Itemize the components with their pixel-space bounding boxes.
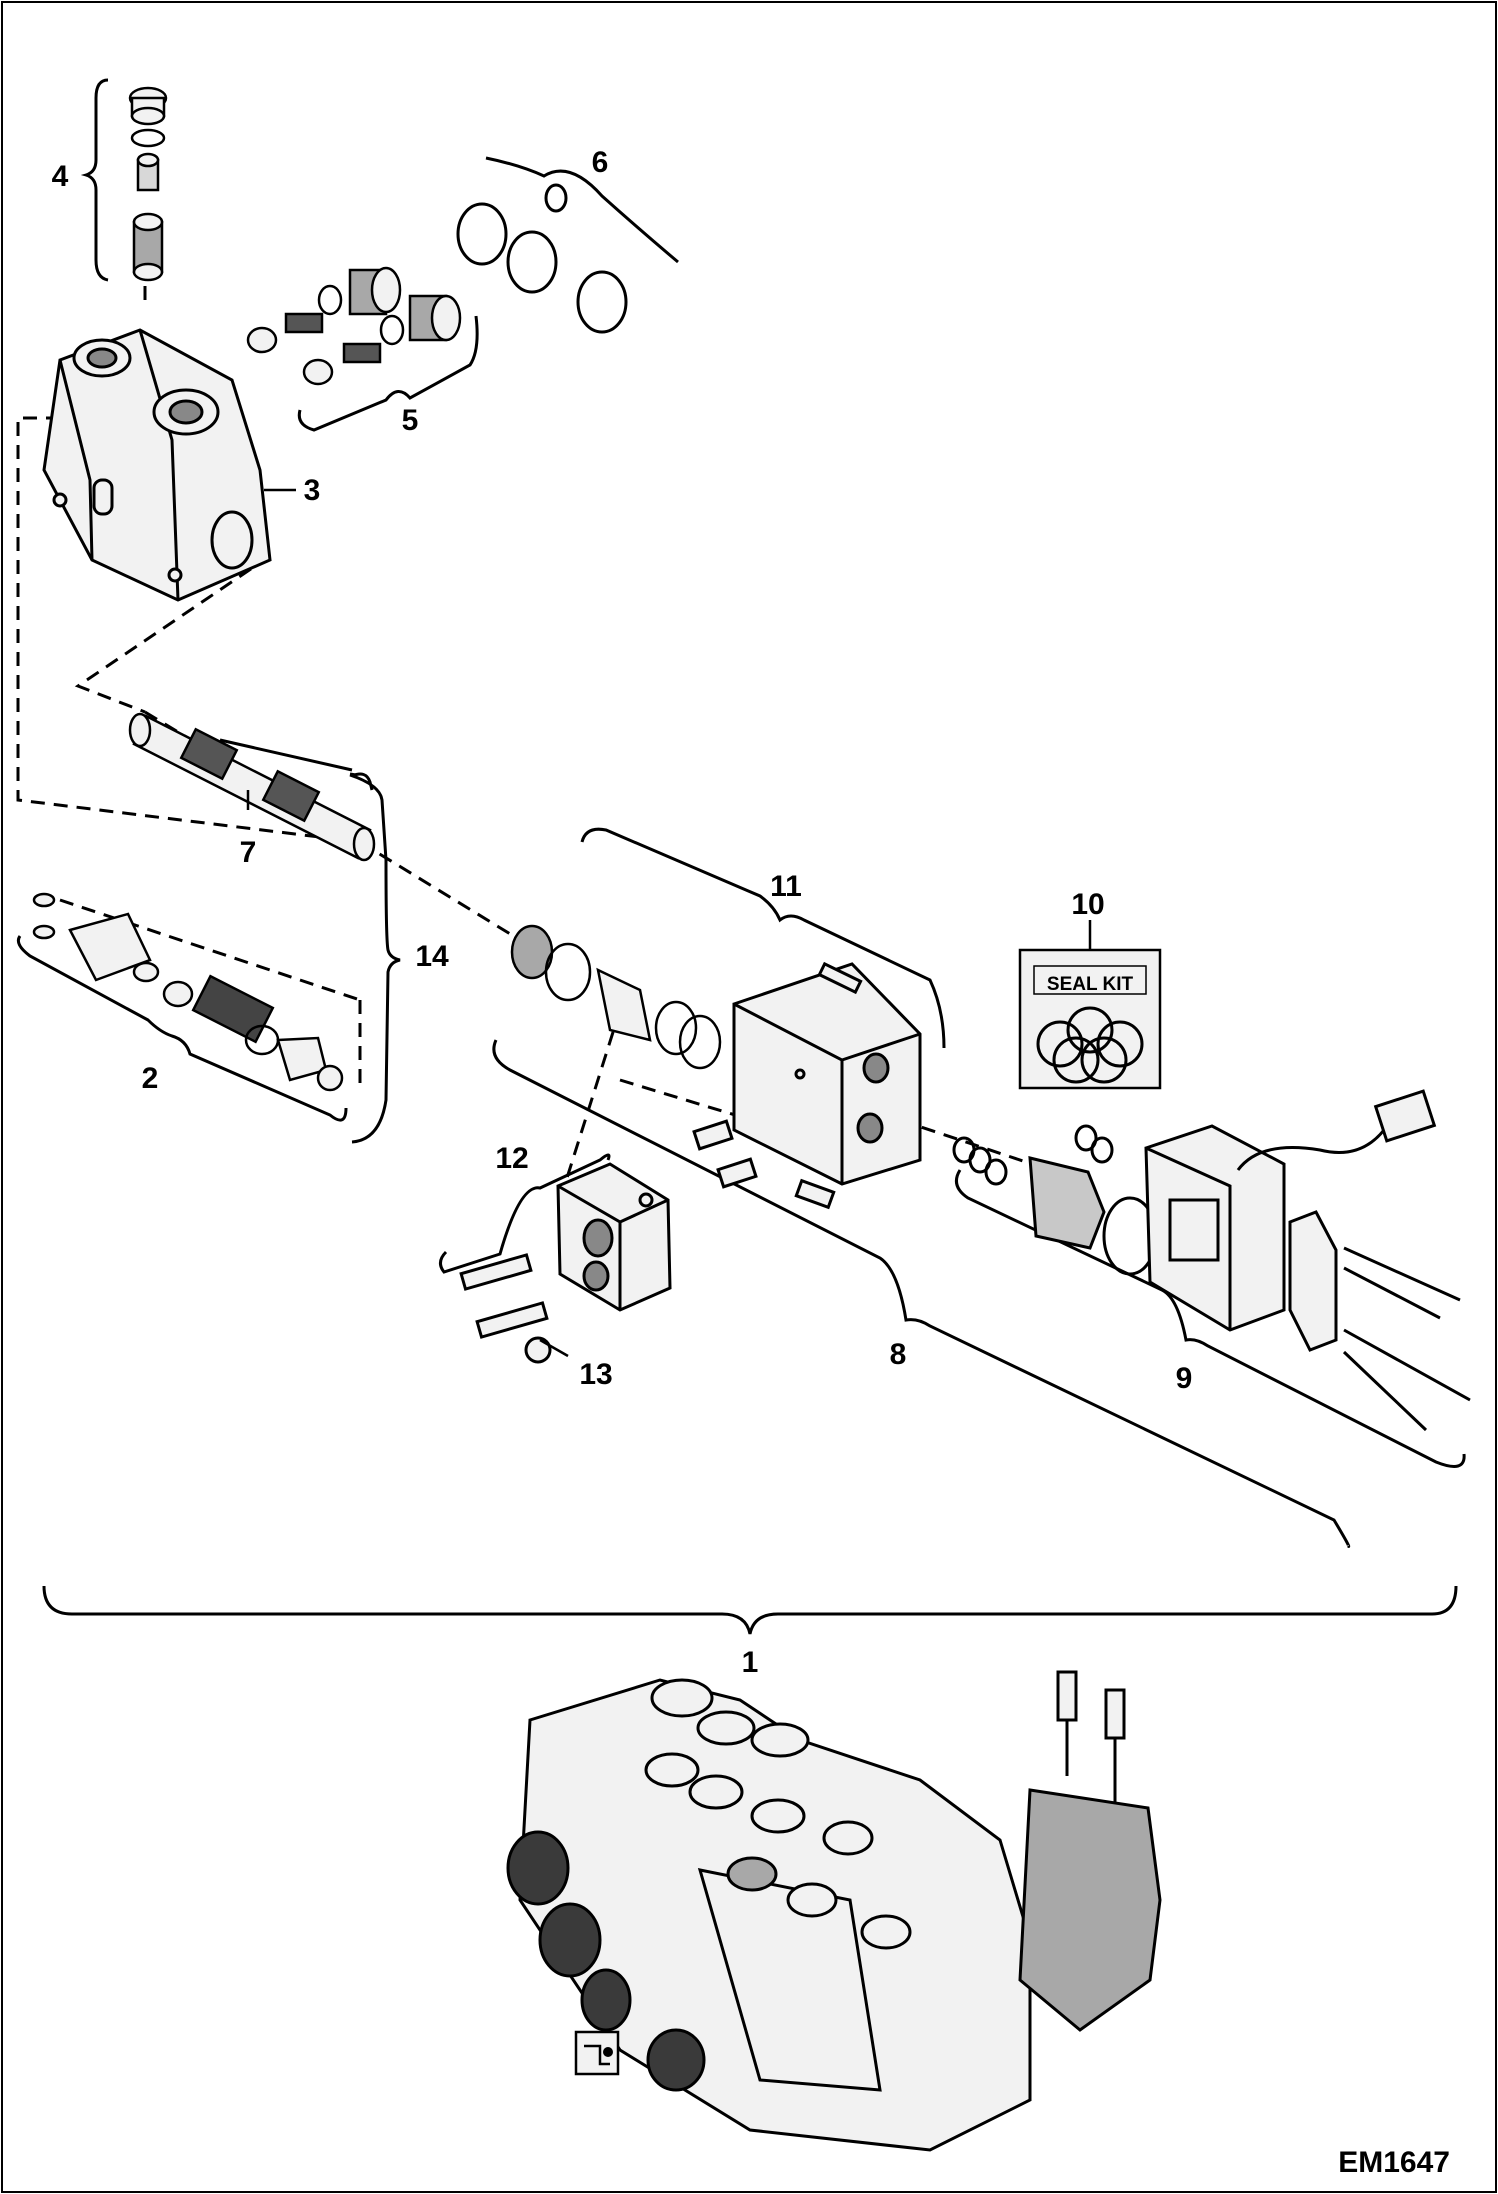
callout-4: 4 [52, 160, 69, 193]
figure-id: EM1647 [1338, 2146, 1450, 2179]
part-4-relief-valve [128, 86, 168, 282]
part-1-valve-assembly [506, 1670, 1162, 2152]
seal-kit-rings-icon [1036, 1006, 1144, 1084]
callout-7: 7 [240, 836, 257, 869]
callout-14: 14 [415, 940, 449, 973]
callout-12: 12 [495, 1142, 528, 1175]
group-brackets [16, 78, 1466, 1635]
manual-reference-icon [574, 2030, 620, 2076]
bracket-8 [492, 1039, 1351, 1548]
part-9-solenoid [952, 1089, 1471, 1432]
bracket-14 [349, 773, 401, 1144]
callout-11: 11 [770, 870, 802, 903]
part-5-check-valves [246, 266, 462, 386]
callout-numbers: 4 6 5 3 7 14 2 11 10 12 13 8 9 1 [52, 146, 1193, 1679]
part-10-seal-kit-card: SEAL KIT [1018, 948, 1162, 1090]
callout-9: 9 [1176, 1362, 1193, 1395]
callout-3: 3 [304, 474, 321, 507]
part-11-valve-block [692, 961, 922, 1210]
bracket-4 [80, 78, 109, 282]
bracket-1 [42, 1585, 1458, 1635]
callout-8: 8 [890, 1338, 907, 1371]
bracket-11 [580, 827, 946, 1049]
part-12-block [459, 1162, 672, 1364]
part-2-spring-group [32, 892, 344, 1092]
part-3-inlet-housing [42, 328, 272, 602]
callout-5: 5 [402, 404, 419, 437]
bracket-6 [485, 156, 679, 264]
callout-13: 13 [579, 1358, 612, 1391]
callout-6: 6 [592, 146, 609, 179]
callout-leaders [246, 488, 1092, 1358]
bracket-9 [954, 1169, 1466, 1468]
bracket-5 [297, 315, 479, 432]
part-6-orings [456, 183, 628, 334]
bracket-12 [439, 1153, 611, 1274]
callout-2: 2 [142, 1062, 159, 1095]
callout-10: 10 [1071, 888, 1104, 921]
bracket-2 [16, 935, 348, 1122]
bracket-7b [219, 738, 353, 772]
seal-kit-label: SEAL KIT [1047, 974, 1134, 995]
callout-1: 1 [742, 1646, 759, 1679]
part-7-spool [128, 712, 376, 862]
spool-end-cap [510, 924, 722, 1070]
